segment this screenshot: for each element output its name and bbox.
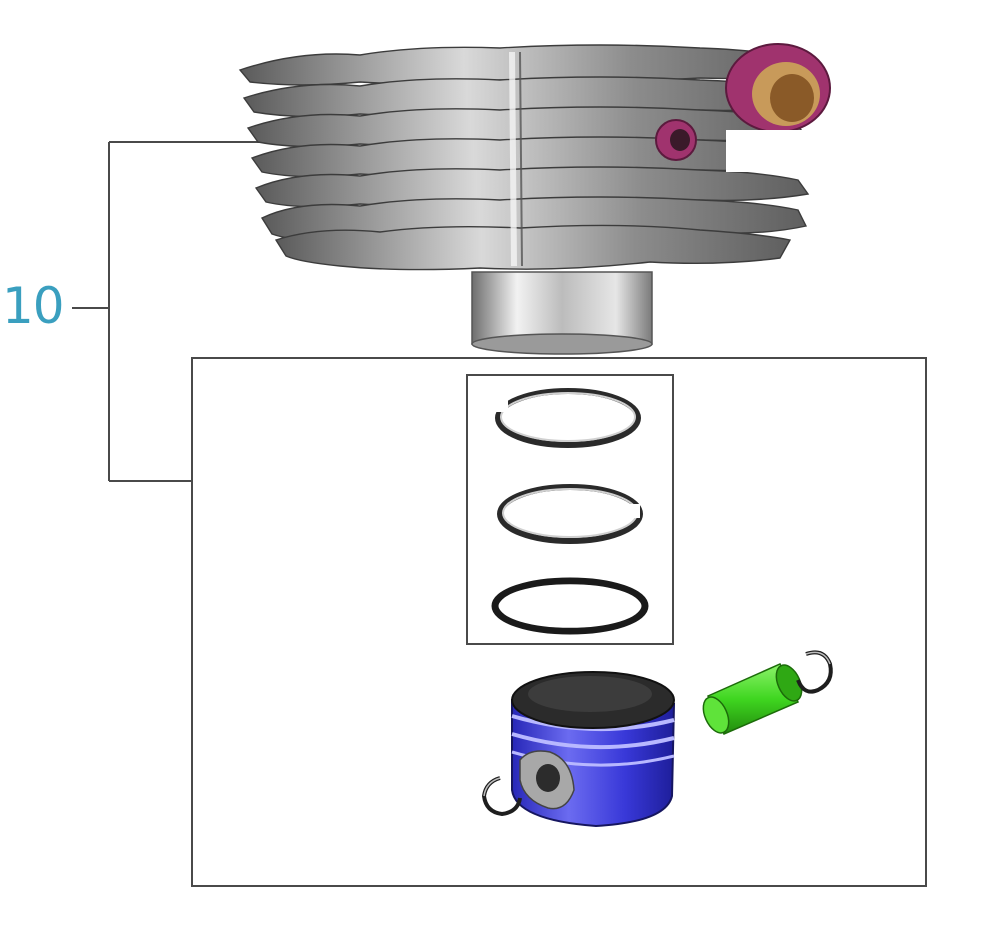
circlip-right-ring — [796, 650, 833, 694]
cooling-fins — [238, 44, 810, 271]
piston-ring-groove-2 — [511, 732, 675, 750]
masked-area — [726, 130, 822, 172]
piston-crown-top — [528, 676, 652, 712]
ring-set-frame — [466, 374, 674, 645]
callout-number: 10 — [2, 277, 65, 335]
piston-ring-top-outer — [495, 388, 641, 448]
cylinder-spigot — [471, 271, 653, 345]
piston-ring-second — [497, 484, 643, 544]
oil-ring — [491, 577, 649, 635]
piston-ring-second-gap — [624, 504, 640, 518]
cylinder-ports — [655, 43, 831, 161]
cylinder-spigot-base — [471, 333, 653, 355]
piston-ring-top — [494, 388, 641, 448]
circlip-right — [796, 650, 833, 694]
center-rib-shadow — [519, 51, 523, 267]
circlip-left — [481, 776, 522, 817]
oil-ring-outer — [491, 577, 649, 635]
piston-pin-end-right — [775, 664, 803, 702]
circlip-right-highlight — [805, 651, 831, 665]
piston-pin — [702, 663, 803, 735]
piston-ring-second-outer — [497, 484, 643, 544]
cylinder-port-upper-inner — [770, 74, 814, 122]
oil-ring-inner — [499, 584, 641, 628]
bracket-lines — [72, 141, 262, 482]
cylinder-port-lower-bore — [670, 129, 690, 151]
piston-pin-end-left — [702, 696, 730, 734]
piston-pin-bore — [536, 764, 560, 792]
fin-bottom — [274, 224, 792, 271]
piston — [511, 671, 676, 828]
piston-ring-second-highlight — [502, 488, 638, 538]
cylinder — [238, 43, 831, 355]
kit-frame — [191, 357, 927, 887]
center-rib — [509, 51, 517, 267]
circlip-left-highlight — [483, 777, 501, 797]
piston-ring-top-highlight — [500, 392, 636, 442]
piston-ring-top-gap — [494, 400, 508, 412]
